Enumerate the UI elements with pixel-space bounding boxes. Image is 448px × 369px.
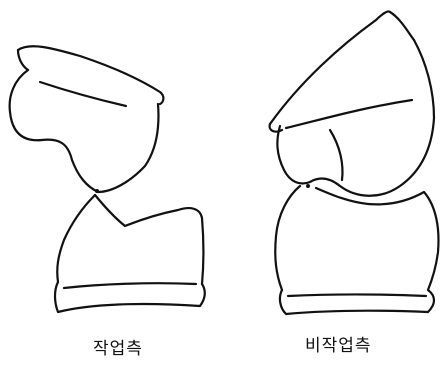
right-upper-cusp-tip (330, 130, 343, 180)
right-upper-tooth (270, 11, 434, 195)
left-contact-point (95, 189, 99, 193)
right-lower-cusp (316, 188, 438, 290)
left-lower-groove (64, 283, 196, 288)
right-upper-groove (286, 100, 412, 128)
right-contact-point (306, 184, 310, 188)
left-lower-crown (57, 195, 95, 282)
right-upper-back (390, 12, 414, 40)
non-working-side-label: 비작업측 (305, 331, 372, 356)
left-lower-tooth (55, 195, 205, 312)
right-lower-groove (288, 295, 426, 297)
right-upper-crown-outer (277, 40, 434, 196)
left-upper-groove (40, 82, 126, 106)
working-side-label: 작업측 (93, 334, 143, 359)
right-lower-tooth (275, 186, 438, 314)
right-lower-crown (275, 186, 300, 290)
left-upper-tooth (10, 46, 164, 192)
left-upper-crown (10, 70, 159, 192)
left-lower-cusp (95, 195, 204, 284)
left-upper-cusp-ridge (18, 46, 163, 104)
left-upper-cusp-front (18, 50, 28, 70)
